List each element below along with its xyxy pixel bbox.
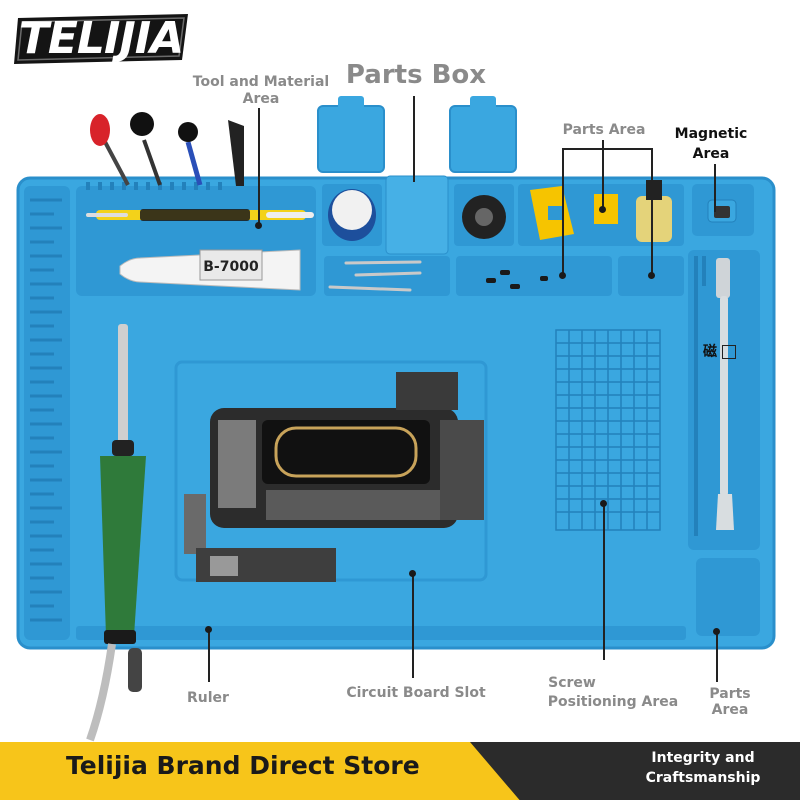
ruler-strip <box>24 186 70 640</box>
screwdrivers <box>90 112 244 186</box>
pointer-parts-area-left <box>562 148 564 276</box>
pointer-parts-area-bar <box>562 148 652 150</box>
pointer-tool-area <box>258 108 260 226</box>
label-magnetic-line2: Area <box>692 146 730 162</box>
pointer-circuit-slot <box>412 574 414 678</box>
label-magnetic-line1: Magnetic <box>674 126 748 142</box>
glue-tube-label: B-7000 <box>203 259 259 275</box>
parts-area-right <box>696 558 760 636</box>
brand-logo <box>12 10 190 66</box>
label-parts-area-top: Parts Area <box>562 122 646 138</box>
label-ruler: Ruler <box>187 690 229 706</box>
label-circuit-board-slot: Circuit Board Slot <box>346 685 486 701</box>
label-screw-line1: Screw <box>548 675 596 691</box>
label-parts-right-line1: Parts <box>709 686 751 702</box>
store-banner <box>0 742 520 800</box>
label-parts-right-line2: Area <box>711 702 749 718</box>
pointer-magnetic <box>714 164 716 212</box>
pointer-screw-area <box>603 504 605 660</box>
missing-glyph-icon <box>722 345 736 359</box>
label-parts-box: Parts Box <box>345 60 487 90</box>
label-screw-line2: Positioning Area <box>547 694 679 710</box>
label-magnetic-mark: 磁 <box>703 344 717 360</box>
slogan-line2: Craftsmanship <box>645 770 761 786</box>
store-name: Telijia Brand Direct Store <box>66 751 420 780</box>
pointer-dot-tool-area <box>255 222 262 229</box>
parts-box-lid-2 <box>449 105 517 173</box>
pointer-parts-area-right <box>651 148 653 276</box>
slogan-line1: Integrity and <box>651 750 755 766</box>
label-tool-material-line2: Area <box>242 91 280 107</box>
pointer-parts-box <box>413 96 415 182</box>
slogan: Integrity and Craftsmanship <box>628 748 778 788</box>
pointer-parts-area-mid <box>602 140 604 210</box>
label-tool-material-line1: Tool and Material <box>192 74 330 90</box>
pointer-parts-right <box>716 632 718 682</box>
parts-box-lid-1 <box>317 105 385 173</box>
soldering-iron <box>86 324 146 742</box>
parts-box-compartment-2 <box>385 175 449 255</box>
slogan-banner <box>470 742 800 800</box>
brand-logo-text: TELIJIA <box>18 12 184 64</box>
pointer-ruler <box>208 630 210 682</box>
